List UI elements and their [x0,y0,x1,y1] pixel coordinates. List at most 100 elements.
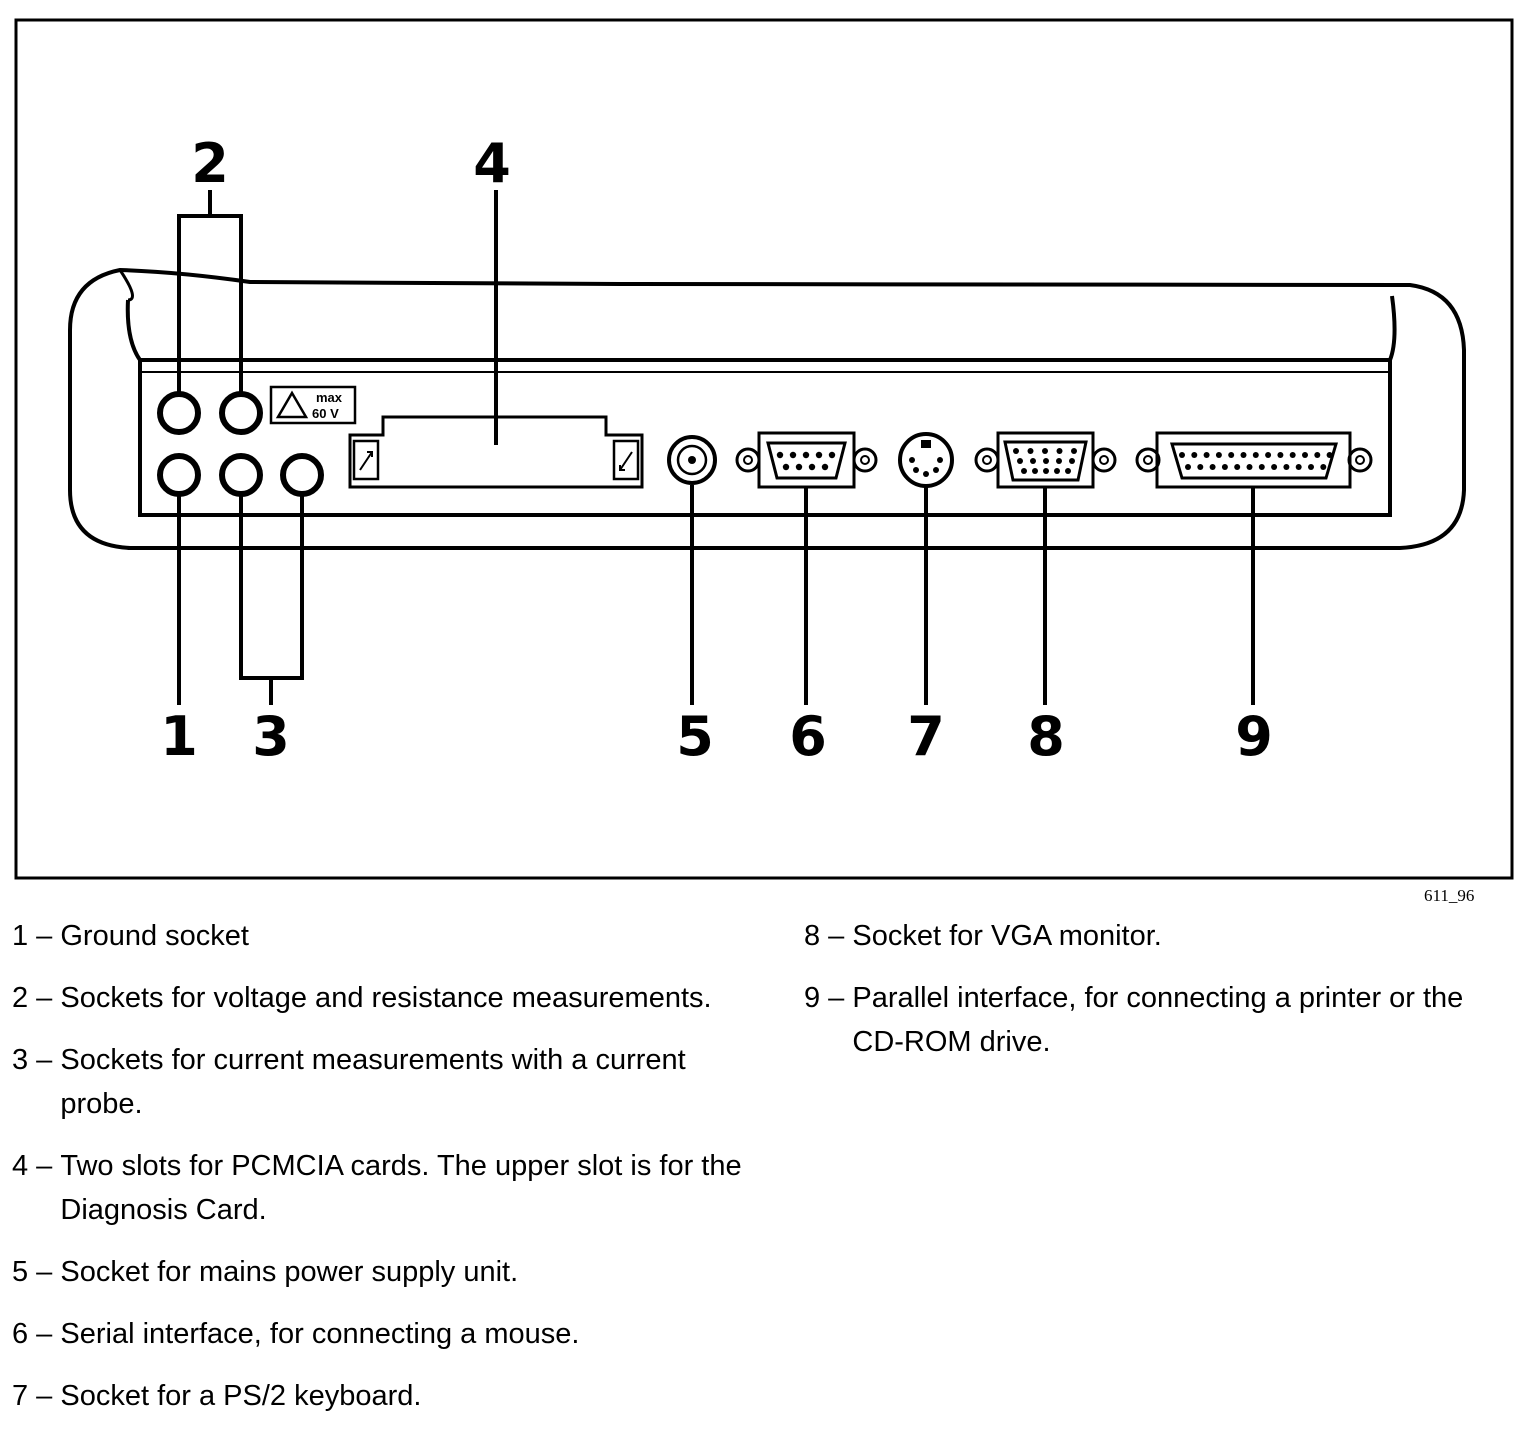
connector-pin [1032,468,1038,474]
connector-pin [1054,468,1060,474]
warning-line2: 60 V [312,406,339,421]
connector-pin [1056,448,1063,454]
callout-7: 7 [907,705,945,768]
connector-pin [1221,464,1228,470]
callout-4: 4 [473,132,511,195]
eject-arrow-icon [619,451,633,471]
device-housing [68,267,1466,550]
legend-item-text: Serial interface, for connecting a mouse… [60,1318,580,1350]
legend-item-number: 2 – [12,982,61,1014]
current-socket-b [280,453,324,497]
connector-pin [1071,448,1077,454]
legend-item-text: Sockets for current measurements with a … [60,1044,686,1120]
connector-pin [1017,458,1023,464]
connector-pin [1277,452,1284,458]
connector-pin [1179,452,1185,458]
legend-column-left: 1 – Ground socket 2 – Sockets for voltage… [12,914,752,1436]
connector-pin [1234,464,1241,470]
legend-item-text: Two slots for PCMCIA cards. The upper sl… [60,1150,742,1226]
connector-pin [1027,448,1034,454]
connector-pin [828,451,836,459]
legend-item: 2 – Sockets for voltage and resistance m… [12,976,752,1020]
warning-label: max 60 V [269,385,357,425]
voltage-socket-b [219,391,263,435]
pcmcia-slots [348,415,644,489]
device-rear-panel-diagram: max 60 V [14,18,1514,880]
connector-pin [1185,464,1191,470]
callout-numbers: 1 2 3 4 5 6 7 8 9 [160,132,1273,768]
connector-pin [1320,464,1327,470]
connector-pin [1065,468,1071,474]
connector-pin [808,463,816,471]
serial-port [735,431,878,489]
legend-item-text: Ground socket [60,920,249,952]
callout-5: 5 [676,705,714,768]
legend-item-text: Socket for mains power supply unit. [60,1256,519,1288]
current-socket-a [219,453,263,497]
connector-pin [1042,448,1048,454]
leader-lines [177,190,1255,705]
measurement-sockets [157,391,324,497]
callout-9: 9 [1235,705,1273,768]
legend-item-number: 5 – [12,1256,61,1288]
connector-pin [1252,452,1259,458]
connector-pin [821,463,829,471]
connector-pin [1030,458,1036,464]
connector-pin [1295,464,1302,470]
warning-triangle-icon [275,390,309,419]
connector-pin [782,463,790,471]
power-socket [667,435,717,485]
connector-pin [1302,452,1308,458]
connector-pin [789,451,797,459]
connector-pin [1258,464,1265,470]
connector-pin [1043,468,1049,474]
legend-column-right: 8 – Socket for VGA monitor.9 – Parallel … [804,914,1504,1082]
legend-item: 5 – Socket for mains power supply unit. [12,1250,752,1294]
legend-item: 3 – Sockets for current measurements wit… [12,1038,752,1126]
connector-pin [795,463,803,471]
callout-6: 6 [789,705,827,768]
connector-pin [1197,464,1204,470]
legend-item-text: Socket for a PS/2 keyboard. [60,1380,422,1412]
figure-frame [14,18,1514,880]
connector-pin [1013,448,1019,454]
connector-pin [1265,452,1272,458]
connector-pin [1203,452,1210,458]
parallel-port [1135,431,1373,489]
connector-pin [1056,458,1062,464]
connector-pin [1191,452,1198,458]
callout-8: 8 [1027,705,1065,768]
ps2-port [898,432,954,488]
callout-1: 1 [160,705,198,768]
connector-pin [1246,464,1253,470]
connector-pin [1043,458,1049,464]
voltage-socket-a [157,391,201,435]
figure-code: 611_96 [1424,886,1475,905]
ground-socket [157,453,201,497]
connector-pin [815,451,823,459]
legend-item-text: Socket for VGA monitor. [852,920,1162,952]
connector-pin [802,451,810,459]
legend-item: 6 – Serial interface, for connecting a m… [12,1312,752,1356]
warning-line1: max [316,390,343,405]
connector-pin [1271,464,1278,470]
legend-item: 1 – Ground socket [12,914,752,958]
legend-item-number: 1 – [12,920,61,952]
legend-item-text: Sockets for voltage and resistance measu… [60,982,712,1014]
legend-item: 8 – Socket for VGA monitor. [804,914,1504,958]
eject-arrow-icon [359,451,373,471]
callout-3: 3 [252,705,290,768]
callout-2: 2 [191,132,229,195]
connector-pin [1215,452,1222,458]
connector-pin [1021,468,1027,474]
legend-item-number: 7 – [12,1380,61,1412]
connector-pin [1326,452,1333,458]
legend-item: 7 – Socket for a PS/2 keyboard. [12,1374,752,1418]
connector-pin [1209,464,1216,470]
legend-item-number: 4 – [12,1150,61,1182]
connector-pin [1314,452,1321,458]
vga-port [974,431,1117,489]
legend-item: 4 – Two slots for PCMCIA cards. The uppe… [12,1144,752,1232]
connector-pin [1289,452,1296,458]
legend-item-number: 6 – [12,1318,61,1350]
